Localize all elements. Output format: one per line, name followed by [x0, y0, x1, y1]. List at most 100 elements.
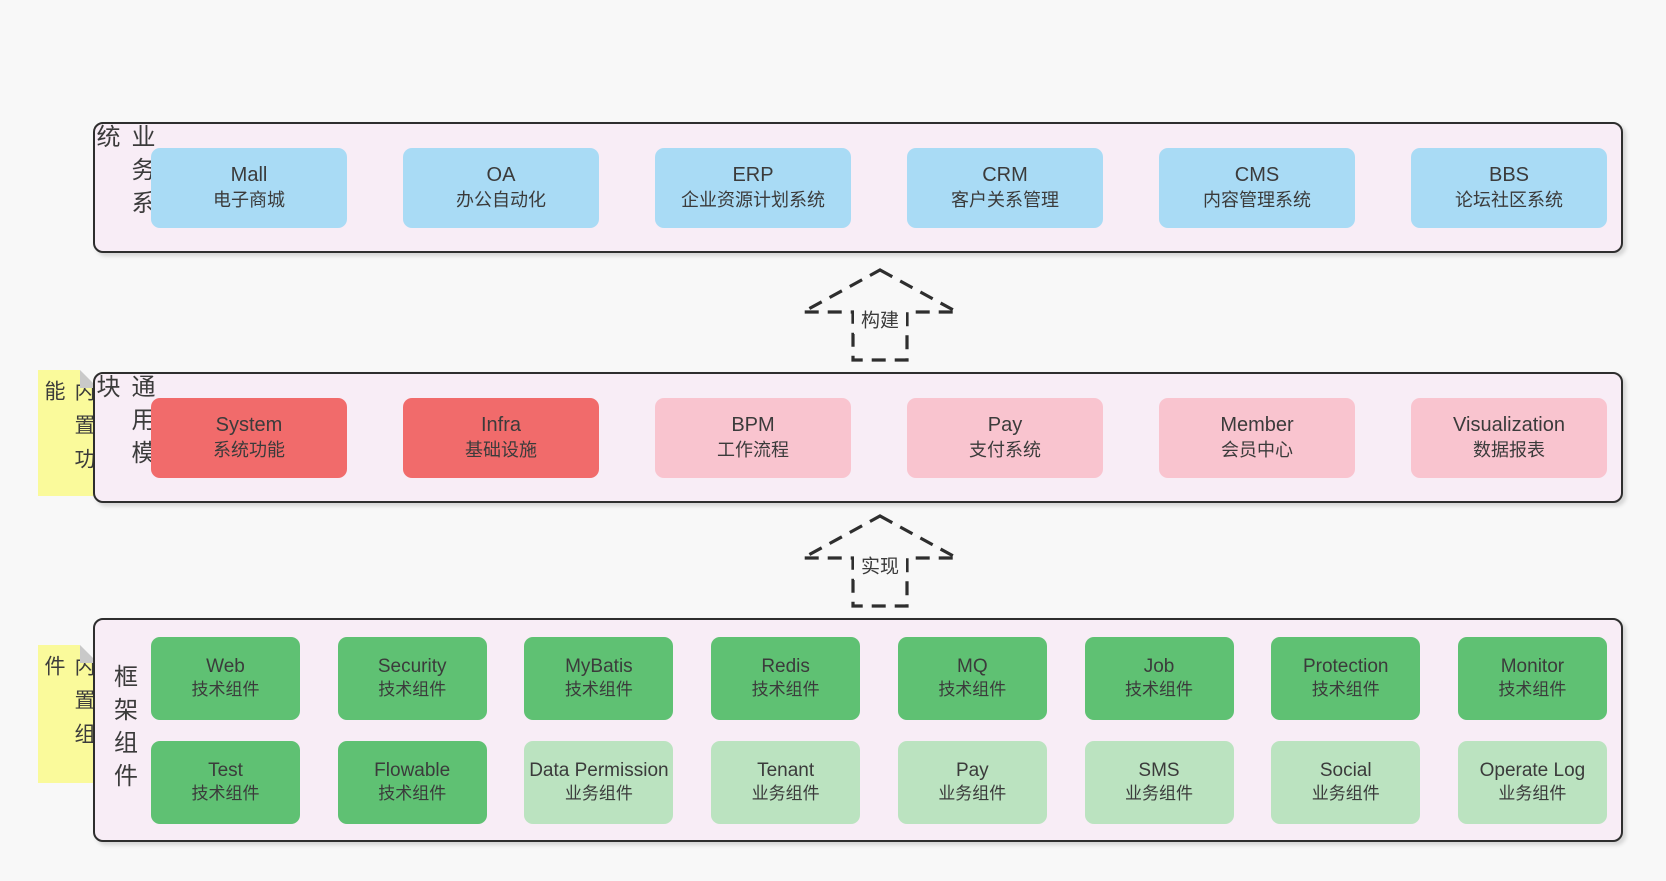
- box-subtitle: 业务组件: [1498, 783, 1567, 803]
- box-subtitle: 客户关系管理: [951, 189, 1059, 210]
- box-title: BPM: [731, 414, 775, 437]
- box-subtitle: 技术组件: [1125, 679, 1194, 699]
- box-title: Protection: [1302, 656, 1389, 678]
- box-subtitle: 技术组件: [564, 679, 633, 699]
- box-subtitle: 技术组件: [1498, 679, 1567, 699]
- box-title: SMS: [1138, 760, 1180, 782]
- box-title: Data Permission: [529, 760, 669, 782]
- box-subtitle: 支付系统: [969, 439, 1041, 460]
- arrow-label-backdrop: [854, 306, 906, 334]
- arrow-label: 实现: [861, 556, 899, 578]
- up-arrow-implement-icon: 实现: [802, 514, 958, 608]
- box-subtitle: 技术组件: [1311, 679, 1380, 699]
- band-label-business-systems: 业务系统: [92, 124, 154, 223]
- box-subtitle: 数据报表: [1473, 439, 1545, 460]
- box-title: Redis: [761, 656, 810, 678]
- sticky-note-label: 内置组件: [42, 655, 95, 757]
- arrow-label-backdrop: [854, 552, 906, 580]
- band-label-framework-components: 框架组件: [109, 664, 137, 796]
- box-title: Monitor: [1500, 656, 1565, 678]
- box-subtitle: 企业资源计划系统: [681, 189, 825, 210]
- box-subtitle: 技术组件: [378, 679, 447, 699]
- box-subtitle: 系统功能: [213, 439, 285, 460]
- box-subtitle: 技术组件: [751, 679, 820, 699]
- box-title: Flowable: [374, 760, 451, 782]
- box-subtitle: 技术组件: [191, 679, 260, 699]
- box-title: Social: [1319, 760, 1372, 782]
- box-title: Mall: [230, 164, 268, 187]
- box-subtitle: 会员中心: [1221, 439, 1293, 460]
- box-title: ERP: [732, 164, 774, 187]
- sticky-note-built-in-components: 内置组件: [38, 645, 98, 783]
- box-title: Operate Log: [1479, 760, 1586, 782]
- box-title: Job: [1143, 656, 1175, 678]
- box-subtitle: 业务组件: [1311, 783, 1380, 803]
- box-subtitle: 办公自动化: [456, 189, 546, 210]
- box-title: BBS: [1488, 164, 1530, 187]
- box-subtitle: 业务组件: [564, 783, 633, 803]
- box-subtitle: 电子商城: [213, 189, 285, 210]
- box-title: Pay: [987, 414, 1023, 437]
- box-title: CRM: [982, 164, 1028, 187]
- box-title: Tenant: [757, 760, 815, 782]
- box-subtitle: 工作流程: [717, 439, 789, 460]
- box-title: Infra: [480, 414, 522, 437]
- box-title: Pay: [955, 760, 989, 782]
- box-title: MQ: [957, 656, 988, 678]
- box-title: CMS: [1234, 164, 1280, 187]
- band-label-common-modules: 通用模块: [92, 374, 154, 473]
- box-subtitle: 技术组件: [191, 783, 260, 803]
- sticky-note-built-in-features: 内置功能: [38, 370, 98, 496]
- box-title: System: [215, 414, 283, 437]
- up-arrow-build-icon: 构建: [802, 268, 958, 362]
- box-title: MyBatis: [565, 656, 633, 678]
- box-subtitle: 业务组件: [751, 783, 820, 803]
- box-title: Visualization: [1453, 414, 1565, 437]
- box-subtitle: 内容管理系统: [1203, 189, 1311, 210]
- arrow-label: 构建: [861, 310, 899, 332]
- box-subtitle: 业务组件: [938, 783, 1007, 803]
- box-subtitle: 基础设施: [465, 439, 537, 460]
- box-subtitle: 业务组件: [1125, 783, 1194, 803]
- box-title: Security: [377, 656, 447, 678]
- box-subtitle: 技术组件: [938, 679, 1007, 699]
- box-title: Member: [1220, 414, 1294, 437]
- box-title: OA: [486, 164, 516, 187]
- box-subtitle: 论坛社区系统: [1455, 189, 1563, 210]
- box-title: Test: [208, 760, 243, 782]
